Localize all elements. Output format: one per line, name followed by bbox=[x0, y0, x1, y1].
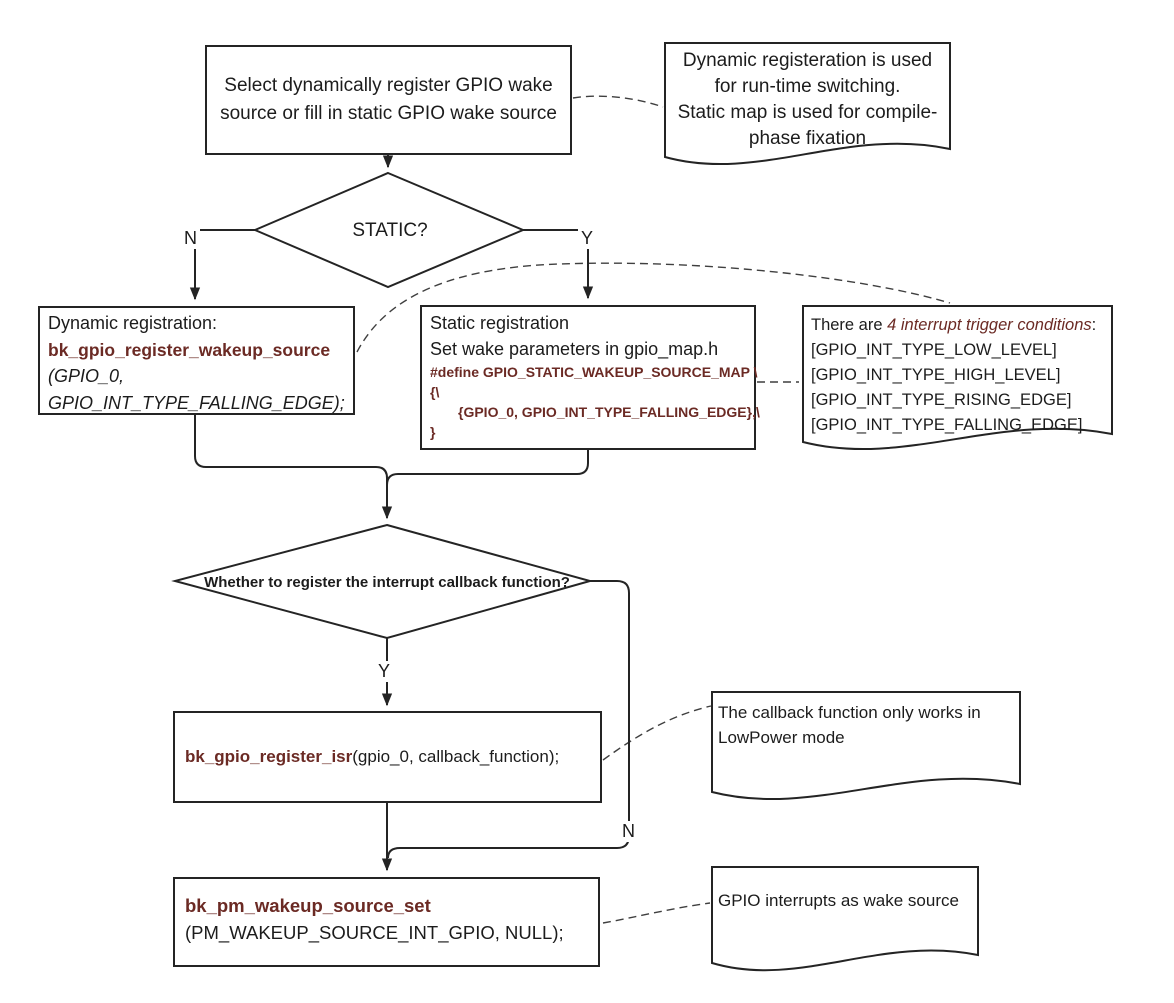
note-top-shape bbox=[664, 42, 951, 165]
note-callback-shape bbox=[711, 691, 1021, 801]
trigger-item-falling-edge: [GPIO_INT_TYPE_FALLING_EDGE] bbox=[811, 416, 1083, 434]
note-triggers-prefix: There are bbox=[811, 316, 888, 334]
branch-label-no-static: N bbox=[181, 228, 200, 249]
note-pm-text: GPIO interrupts as wake source bbox=[718, 891, 959, 910]
register-isr-args: (gpio_0, callback_function); bbox=[352, 747, 560, 766]
dashed-connector-dynamic-to-triggers-note bbox=[356, 262, 951, 353]
pm-wakeup-node: bk_pm_wakeup_source_set (PM_WAKEUP_SOURC… bbox=[173, 877, 600, 967]
trigger-item-low-level: [GPIO_INT_TYPE_LOW_LEVEL] bbox=[811, 341, 1057, 359]
static-map-entry: {GPIO_0, GPIO_INT_TYPE_FALLING_EDGE},\ bbox=[458, 404, 760, 420]
dynamic-registration-function: bk_gpio_register_wakeup_source bbox=[48, 339, 331, 360]
note-triggers-text: There are 4 interrupt trigger conditions… bbox=[803, 306, 1112, 445]
static-map-close-brace: } bbox=[430, 424, 436, 440]
static-registration-title: Static registration bbox=[430, 313, 570, 333]
decision-static-label: STATIC? bbox=[352, 220, 428, 241]
connector-static-no-branch bbox=[189, 229, 255, 301]
register-isr-function: bk_gpio_register_isr bbox=[185, 747, 353, 766]
dashed-connector-pm-to-wake-note bbox=[602, 902, 711, 924]
dynamic-registration-arg2: GPIO_INT_TYPE_FALLING_EDGE); bbox=[48, 392, 345, 413]
branch-label-yes-static: Y bbox=[578, 228, 597, 249]
start-node: Select dynamically register GPIO wake so… bbox=[205, 45, 572, 155]
note-triggers-emphasis: 4 interrupt trigger conditions bbox=[887, 316, 1092, 334]
dynamic-registration-title: Dynamic registration: bbox=[48, 313, 218, 333]
branch-label-yes-callback: Y bbox=[375, 661, 394, 682]
dashed-connector-isr-to-callback-note bbox=[602, 705, 712, 761]
connector-static-to-callback-decision bbox=[386, 450, 589, 500]
dashed-connector-start-to-note bbox=[572, 95, 664, 108]
register-isr-node: bk_gpio_register_isr(gpio_0, callback_fu… bbox=[173, 711, 602, 803]
decision-callback-label: Whether to register the interrupt callba… bbox=[204, 573, 570, 591]
static-map-define: #define GPIO_STATIC_WAKEUP_SOURCE_MAP \ bbox=[430, 364, 758, 380]
trigger-item-rising-edge: [GPIO_INT_TYPE_RISING_EDGE] bbox=[811, 391, 1072, 409]
dynamic-registration-arg1: (GPIO_0, bbox=[48, 366, 125, 386]
connector-callback-no-branch bbox=[387, 580, 630, 859]
note-pm-shape bbox=[711, 866, 979, 972]
note-triggers-suffix: : bbox=[1091, 316, 1097, 334]
note-triggers-heading: There are 4 interrupt trigger conditions… bbox=[811, 313, 1104, 338]
connector-dynamic-to-callback-decision bbox=[194, 415, 393, 520]
static-registration-node: Static registration Set wake parameters … bbox=[420, 305, 760, 450]
pm-wakeup-function: bk_pm_wakeup_source_set bbox=[185, 895, 431, 916]
note-callback-text: The callback function only works in LowP… bbox=[718, 703, 981, 747]
decision-callback-shape bbox=[171, 523, 594, 640]
static-registration-subtitle: Set wake parameters in gpio_map.h bbox=[430, 339, 719, 359]
dynamic-registration-node: Dynamic registration: bk_gpio_register_w… bbox=[38, 306, 355, 415]
decision-static-shape bbox=[252, 171, 526, 289]
static-map-open-brace: {\ bbox=[430, 384, 440, 400]
trigger-item-high-level: [GPIO_INT_TYPE_HIGH_LEVEL] bbox=[811, 366, 1061, 384]
branch-label-no-callback: N bbox=[619, 821, 638, 842]
note-triggers-shape bbox=[802, 305, 1113, 451]
pm-wakeup-args: (PM_WAKEUP_SOURCE_INT_GPIO, NULL); bbox=[185, 922, 564, 943]
note-top-text: Dynamic registeration is used for run-ti… bbox=[677, 50, 938, 149]
